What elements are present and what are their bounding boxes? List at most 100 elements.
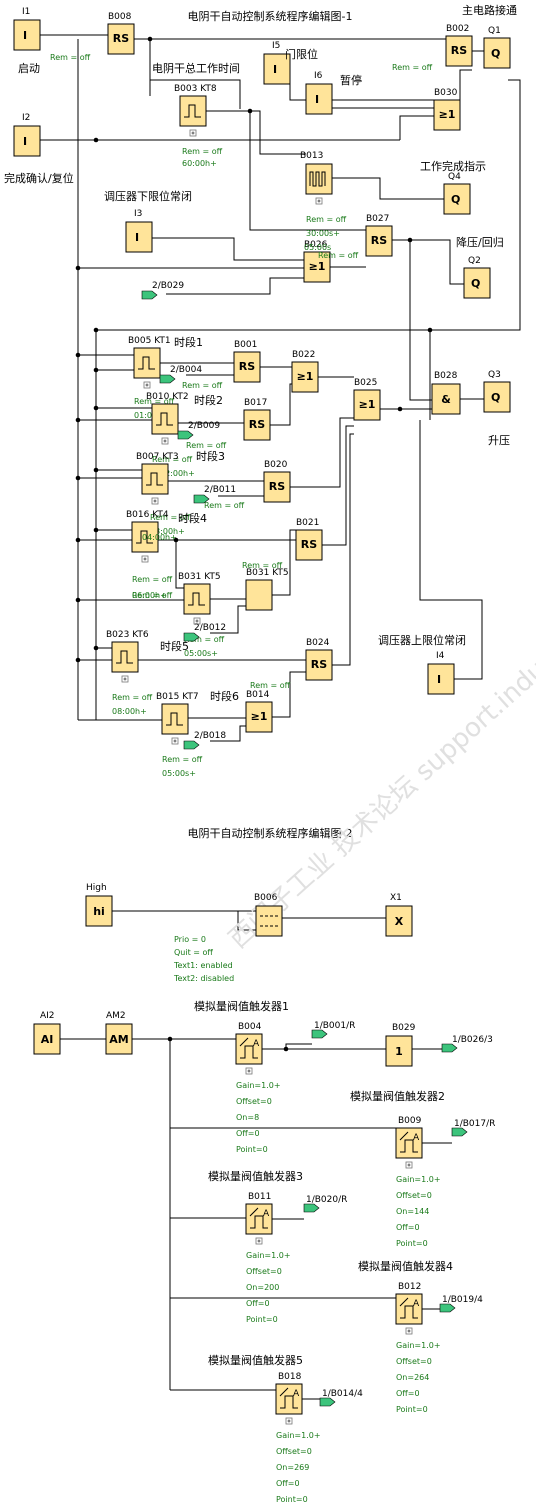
block-B022[interactable]: [291, 361, 319, 393]
analog-amp[interactable]: [105, 1023, 133, 1055]
junction-dot: [247, 108, 253, 114]
threshold-trigger-1[interactable]: [235, 1033, 263, 1065]
diagram-title-1: 电阴干自动控制系统程序编辑图-1: [188, 9, 353, 23]
input-I5[interactable]: [263, 53, 291, 85]
message-block[interactable]: [255, 905, 283, 937]
timer-B010[interactable]: [151, 403, 179, 435]
timer-B003[interactable]: [179, 95, 207, 127]
threshold-param: Offset=0: [236, 1097, 272, 1106]
connector-flag[interactable]: [439, 1303, 456, 1313]
param-B031b: Rem = off: [132, 591, 173, 600]
input-symbol: I: [315, 93, 319, 106]
threshold-trigger-3[interactable]: [245, 1203, 273, 1235]
block-B026[interactable]: [303, 251, 331, 283]
connector-flag[interactable]: [177, 430, 194, 440]
param-B008: Rem = off: [50, 53, 91, 62]
input-I3-label: 调压器下限位常闭: [104, 189, 192, 203]
block-B031-id: B031 KT5: [246, 568, 289, 578]
timer-B023[interactable]: [111, 641, 139, 673]
param-B023b: 08:00h+: [112, 707, 147, 716]
timer-B015[interactable]: [161, 703, 189, 735]
connector-flag[interactable]: [451, 1127, 468, 1137]
analog-amp-symbol: AM: [109, 1033, 128, 1046]
input-I1-label: 启动: [18, 62, 40, 75]
block-B028[interactable]: [431, 383, 461, 415]
wire: [210, 725, 246, 742]
timer-B031[interactable]: [183, 583, 211, 615]
block-B031[interactable]: [245, 579, 273, 611]
block-B020[interactable]: [263, 471, 291, 503]
connector-flag[interactable]: [193, 494, 210, 504]
block-B025[interactable]: [353, 389, 381, 421]
output-Q2[interactable]: [463, 267, 491, 299]
timer-B007[interactable]: [141, 463, 169, 495]
output-Q1[interactable]: [483, 37, 511, 69]
junction-dot: [93, 405, 99, 411]
block-B014[interactable]: [245, 701, 273, 733]
threshold-out-5: 1/B014/4: [322, 1389, 363, 1399]
block-B030[interactable]: [433, 99, 461, 131]
threshold-trigger-5[interactable]: [275, 1383, 303, 1415]
threshold-trigger-2[interactable]: [395, 1127, 423, 1159]
timer-B003-id: B003 KT8: [174, 84, 217, 94]
block-B008-id: B008: [108, 12, 132, 22]
connector-flag[interactable]: [303, 1203, 320, 1213]
block-symbol: RS: [249, 418, 265, 431]
param-B024: Rem = off: [250, 681, 291, 690]
block-B030-id: B030: [434, 88, 458, 98]
high-input[interactable]: [85, 895, 113, 927]
block-B021[interactable]: [295, 529, 323, 561]
block-B024[interactable]: [305, 649, 333, 681]
input-I2[interactable]: [13, 125, 41, 157]
pulse-icon: [116, 650, 133, 664]
connector-flag[interactable]: [141, 290, 158, 300]
connector-flag[interactable]: [159, 374, 176, 384]
block-B027-id: B027: [366, 214, 389, 224]
analog-input[interactable]: [33, 1023, 61, 1055]
wire: [249, 111, 366, 231]
not-block[interactable]: [385, 1035, 413, 1067]
block-B001-id: B001: [234, 340, 257, 350]
output-X1[interactable]: [385, 905, 413, 937]
connector-flag[interactable]: [183, 632, 200, 642]
input-I6[interactable]: [305, 83, 333, 115]
timer-B005[interactable]: [133, 347, 161, 379]
block-B027[interactable]: [365, 225, 393, 257]
param-B010: Rem = off: [152, 455, 193, 464]
junction-dot: [93, 645, 99, 651]
input-I4[interactable]: [427, 663, 455, 695]
threshold-param: On=144: [396, 1207, 429, 1216]
timer-B016[interactable]: [131, 521, 159, 553]
input-I4-label: 调压器上限位常闭: [378, 633, 466, 647]
connector-flag[interactable]: [441, 1043, 458, 1053]
block-B008[interactable]: [107, 23, 135, 55]
block-B028-id: B028: [434, 371, 458, 381]
plus-icon: [145, 383, 149, 387]
input-I3[interactable]: [125, 221, 153, 253]
wire: [175, 540, 184, 589]
input-I1[interactable]: [13, 19, 41, 51]
threshold-trigger-4[interactable]: [395, 1293, 423, 1325]
analog-a-icon: A: [413, 1299, 420, 1309]
message-text-icon: [260, 915, 278, 927]
not-block-out: 1/B026/3: [452, 1035, 493, 1045]
pulse-icon: [156, 412, 173, 426]
timer-B031-id: B031 KT5: [178, 572, 221, 582]
analog-a-icon: A: [263, 1209, 270, 1219]
block-B001[interactable]: [233, 351, 261, 383]
junction-dot: [75, 537, 81, 543]
threshold-trigger-4-label: 模拟量阀值触发器4: [358, 1259, 453, 1273]
param-B026: Rem = off: [318, 251, 359, 260]
threshold-param: Point=0: [276, 1495, 308, 1504]
connector-flag[interactable]: [319, 1397, 336, 1407]
connector-flag[interactable]: [311, 1029, 328, 1039]
block-B002[interactable]: [445, 35, 473, 67]
diagram-title-2: 电阴干自动控制系统程序编辑图-2: [188, 826, 353, 840]
output-Q4[interactable]: [443, 183, 471, 215]
output-Q3[interactable]: [483, 381, 511, 413]
message-param: Text1: enabled: [173, 961, 233, 970]
threshold-param: Offset=0: [246, 1267, 282, 1276]
connector-flag[interactable]: [183, 740, 200, 750]
block-B017[interactable]: [243, 409, 271, 441]
